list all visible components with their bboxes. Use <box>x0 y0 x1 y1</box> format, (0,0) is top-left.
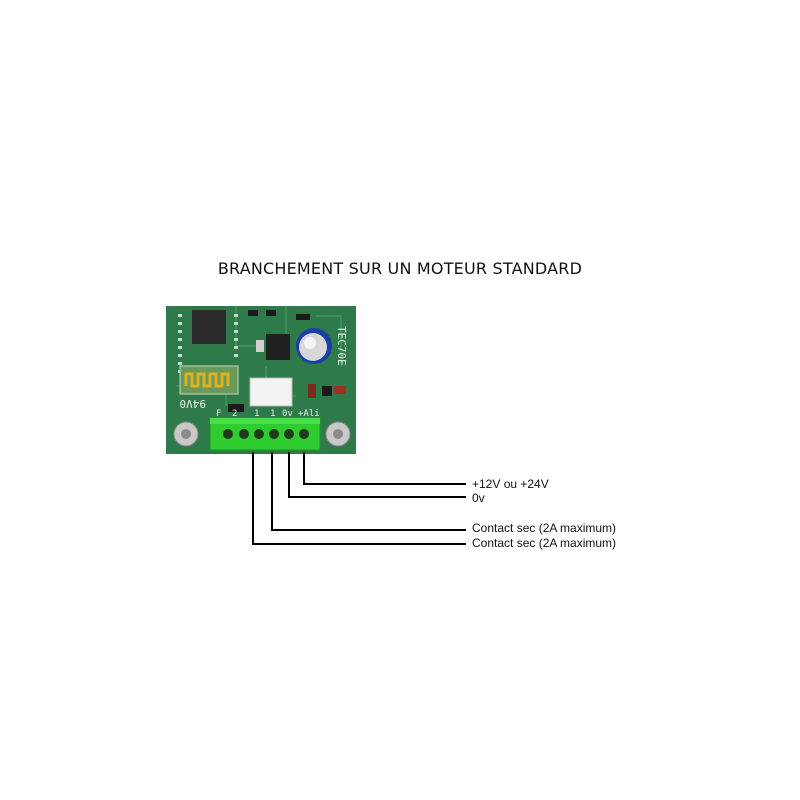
wire-label-contact-1: Contact sec (2A maximum) <box>472 521 617 535</box>
terminal-label-1: F <box>216 409 221 419</box>
mounting-hole-right <box>325 421 351 447</box>
terminal-label-6: +Ali <box>298 409 320 419</box>
terminal-label-4: 1 <box>270 409 275 419</box>
terminal-label-2: 2 <box>232 409 237 419</box>
wire-label-power: +12V ou +24V <box>472 477 549 491</box>
diagram-title: BRANCHEMENT SUR UN MOTEUR STANDARD <box>217 259 583 278</box>
wire-label-contact-2: Contact sec (2A maximum) <box>472 536 617 550</box>
wire-power <box>303 452 466 485</box>
terminal-screw-2 <box>239 429 249 439</box>
terminal-label-3: 1 <box>254 409 259 419</box>
mounting-hole-left <box>173 421 199 447</box>
wire-contact-2 <box>252 452 466 545</box>
regulator <box>266 334 290 360</box>
wire-ground <box>288 452 466 498</box>
model-text: TEC70E <box>335 326 348 366</box>
terminal-screw-6 <box>299 429 309 439</box>
terminal-label-5: 0v <box>282 409 293 419</box>
wire-label-ground: 0v <box>472 491 485 505</box>
terminal-screw-3 <box>254 429 264 439</box>
mcu-chip <box>192 310 226 344</box>
antenna-trace <box>184 372 230 388</box>
terminal-screw-5 <box>284 429 294 439</box>
version-text: 94V0 <box>180 397 207 410</box>
terminal-screw-4 <box>269 429 279 439</box>
terminal-screw-1 <box>223 429 233 439</box>
white-connector <box>249 377 293 407</box>
pcb-board: 94V0 TEC70E F 2 1 1 0v +Ali <box>166 306 356 454</box>
wire-contact-1 <box>271 452 466 531</box>
